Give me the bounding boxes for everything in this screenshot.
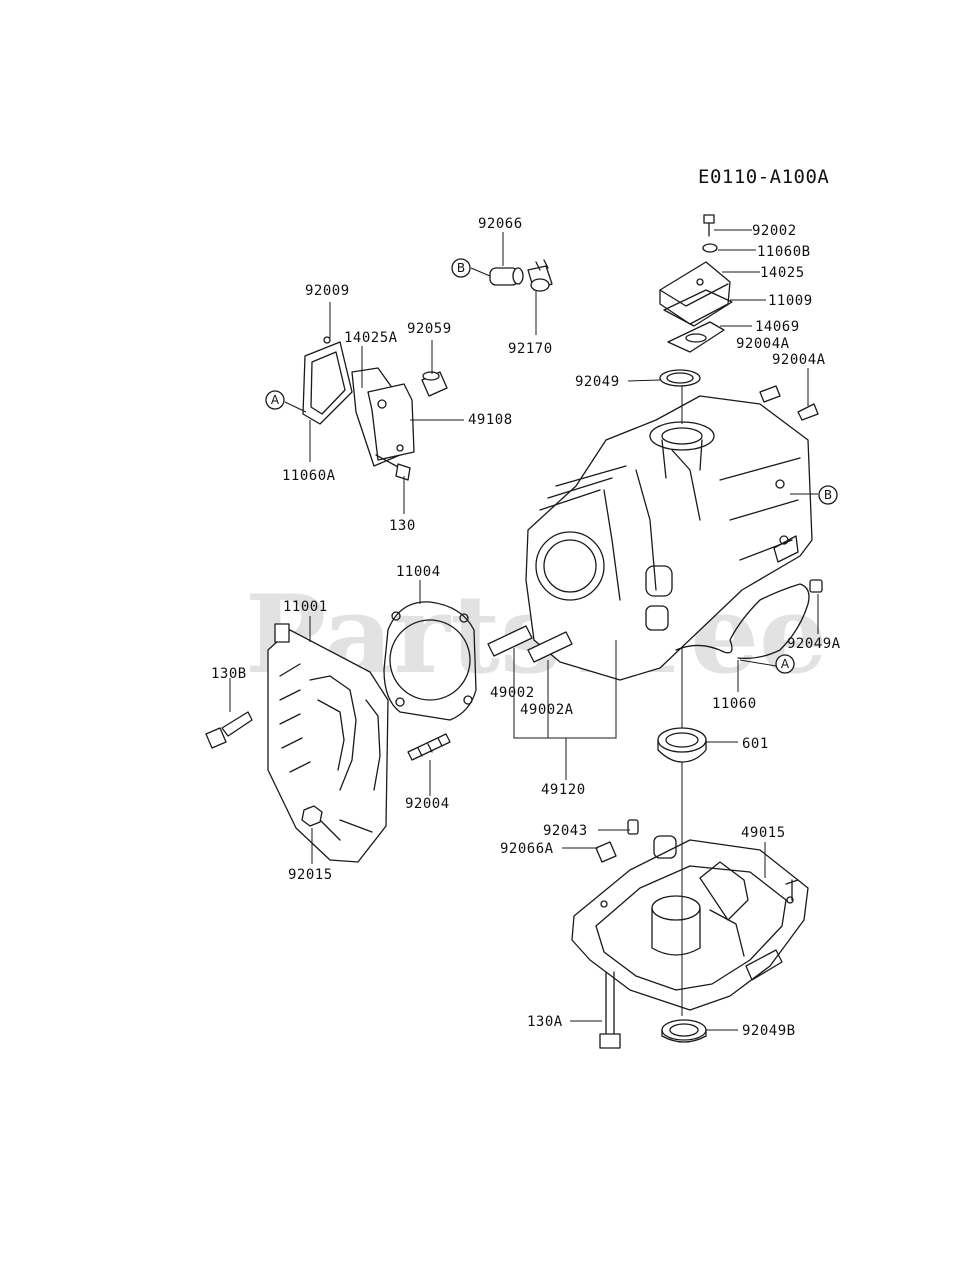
part-92043-drawing [627,819,639,835]
part-14069-drawing [667,321,725,353]
part-92049-drawing [659,369,701,387]
label-92059[interactable]: 92059 [407,321,452,337]
label-92009[interactable]: 92009 [305,283,350,299]
reference-code: E0110-A100A [698,166,829,188]
part-49015-drawing [571,835,809,1011]
part-49002A-drawing [527,631,573,663]
svg-text:A: A [781,657,790,671]
part-130B-drawing [205,711,253,749]
part-14025-drawing [659,261,731,325]
label-92049B[interactable]: 92049B [742,1023,796,1039]
part-92015-drawing [301,805,323,827]
label-11004[interactable]: 11004 [396,564,441,580]
svg-text:A: A [271,393,280,407]
callout-b-right: B [818,485,838,505]
part-130A-drawing [599,971,621,1049]
svg-text:B: B [824,488,832,502]
part-11060B-drawing [702,243,718,253]
callout-b-top: B [451,258,471,278]
label-11009[interactable]: 11009 [768,293,813,309]
part-92066-drawing [489,267,524,286]
label-92015[interactable]: 92015 [288,867,333,883]
label-49002[interactable]: 49002 [490,685,535,701]
label-601[interactable]: 601 [742,736,769,752]
leader-lines [229,229,819,1031]
label-130A[interactable]: 130A [527,1014,563,1030]
label-92004[interactable]: 92004 [405,796,450,812]
label-14025A[interactable]: 14025A [344,330,398,346]
part-92002-drawing [703,214,715,237]
part-11009-drawing [663,289,733,327]
part-92004A-pins-drawing [759,385,819,421]
part-11060-drawing [675,583,810,659]
breather-cover-drawing [302,336,415,467]
label-11060B[interactable]: 11060B [757,244,811,260]
label-92049A[interactable]: 92049A [787,636,841,652]
callout-a-right: A [775,654,795,674]
part-92170-drawing [527,259,553,292]
part-92059-drawing [421,371,448,397]
label-11001[interactable]: 11001 [283,599,328,615]
part-11004-drawing [383,601,477,721]
label-49120[interactable]: 49120 [541,782,586,798]
label-49108[interactable]: 49108 [468,412,513,428]
label-92170[interactable]: 92170 [508,341,553,357]
label-49015[interactable]: 49015 [741,825,786,841]
label-11060[interactable]: 11060 [712,696,757,712]
label-92004A-upper[interactable]: 92004A [736,336,790,352]
label-130B[interactable]: 130B [211,666,247,682]
label-92004A-lower[interactable]: 92004A [772,352,826,368]
part-601-drawing [657,727,707,763]
part-130-drawing [375,454,411,481]
part-92066A-drawing [595,841,617,863]
label-130[interactable]: 130 [389,518,416,534]
part-92049A-drawing [809,579,823,593]
part-92004-drawing [407,733,451,761]
label-92043[interactable]: 92043 [543,823,588,839]
label-92002[interactable]: 92002 [752,223,797,239]
label-92066A[interactable]: 92066A [500,841,554,857]
label-14069[interactable]: 14069 [755,319,800,335]
label-92049[interactable]: 92049 [575,374,620,390]
label-11060A[interactable]: 11060A [282,468,336,484]
svg-text:B: B [457,261,465,275]
label-92066[interactable]: 92066 [478,216,523,232]
label-49002A[interactable]: 49002A [520,702,574,718]
callout-a-left: A [265,390,285,410]
label-14025[interactable]: 14025 [760,265,805,281]
part-92049B-drawing [661,1019,707,1043]
part-49002-drawing [487,625,533,657]
